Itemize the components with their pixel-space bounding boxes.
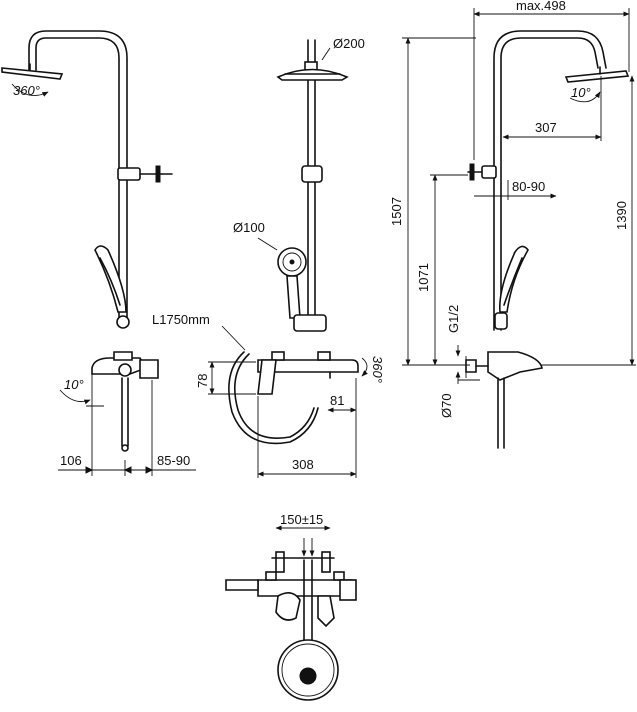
- mixer-width-label: 308: [292, 457, 314, 472]
- rot-mixer-label: 360°: [370, 356, 385, 383]
- hand-diameter-label: Ø100: [233, 220, 265, 235]
- rotation-arrow-left: [11, 83, 49, 97]
- front-riser: [35, 37, 120, 321]
- top-view: 150±15: [225, 512, 357, 701]
- escutcheon-label: Ø70: [439, 393, 454, 418]
- overhead-shower-front: [276, 68, 349, 81]
- hand-shower-face: [277, 247, 307, 319]
- total-height-label: 1507: [389, 197, 404, 226]
- hose-length-label: L1750mm: [152, 312, 210, 327]
- offset-left-label: 106: [60, 453, 82, 468]
- rot-left-label: 360°: [13, 83, 40, 98]
- overhead-shower-side: [1, 63, 64, 80]
- head-diameter-label: Ø200: [333, 36, 365, 51]
- thread-label: G1/2: [446, 305, 461, 333]
- mixer-front-view: L1750mm 78 360° 81 308: [152, 312, 385, 478]
- bracket-range-left-label: 85-90: [157, 453, 190, 468]
- arm-reach-label: 307: [535, 120, 557, 135]
- mixer-side-right: [465, 351, 543, 449]
- tilt-left-label: 10°: [64, 377, 84, 392]
- bracket-range-right-label: 80-90: [512, 179, 545, 194]
- hose: [228, 351, 319, 445]
- max-width-label: max.498: [516, 0, 566, 13]
- mixer-side-view: 10° 106 85-90: [58, 351, 196, 476]
- side-view: Ø200 Ø100: [233, 36, 365, 332]
- inlet-spacing-label: 150±15: [280, 512, 323, 527]
- spout-length-label: 81: [330, 393, 344, 408]
- mixer-height-label: 78: [195, 374, 210, 388]
- hand-shower-front: [94, 245, 130, 329]
- right-side-view: 10° max.498 307 80-90: [389, 0, 636, 449]
- front-view: 360°: [1, 30, 173, 329]
- head-height-label: 1390: [614, 201, 629, 230]
- inlet-height-label: 1071: [416, 263, 431, 292]
- overhead-shower-side-right: [564, 66, 630, 83]
- tilt-right-label: 10°: [571, 85, 591, 100]
- hand-shower-right: [494, 245, 529, 330]
